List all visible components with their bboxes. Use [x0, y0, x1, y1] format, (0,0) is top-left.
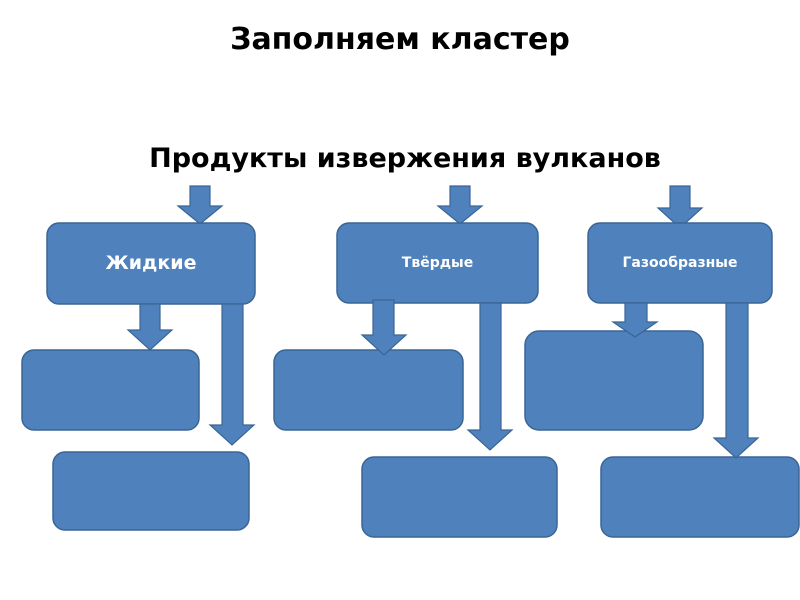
slide-title: Заполняем кластер — [230, 22, 570, 57]
slide-subtitle: Продукты извержения вулканов — [149, 143, 661, 174]
liquid-empty-box-1[interactable] — [21, 349, 200, 431]
arrow-gaseous-long — [712, 302, 760, 459]
gaseous-empty-box-1[interactable] — [524, 330, 704, 431]
liquid-empty-box-2[interactable] — [52, 451, 250, 531]
category-box-gaseous[interactable] — [587, 222, 773, 304]
category-label-liquid: Жидкие — [105, 252, 197, 274]
arrow-liquid-long — [208, 303, 256, 446]
arrow-to-solid — [436, 185, 484, 225]
category-label-solid: Твёрдые — [401, 255, 474, 271]
gaseous-empty-box-2[interactable] — [600, 456, 800, 538]
arrow-liquid-short — [126, 303, 174, 351]
arrow-to-liquid — [176, 185, 224, 225]
arrow-solid-long — [466, 302, 514, 451]
arrow-to-gaseous — [656, 185, 704, 229]
category-box-solid[interactable] — [336, 222, 539, 304]
category-label-gaseous: Газообразные — [622, 255, 738, 271]
arrow-solid-short — [360, 299, 408, 356]
arrow-gaseous-short — [611, 302, 659, 338]
solid-empty-box-1[interactable] — [273, 349, 464, 431]
solid-empty-box-2[interactable] — [361, 456, 558, 538]
